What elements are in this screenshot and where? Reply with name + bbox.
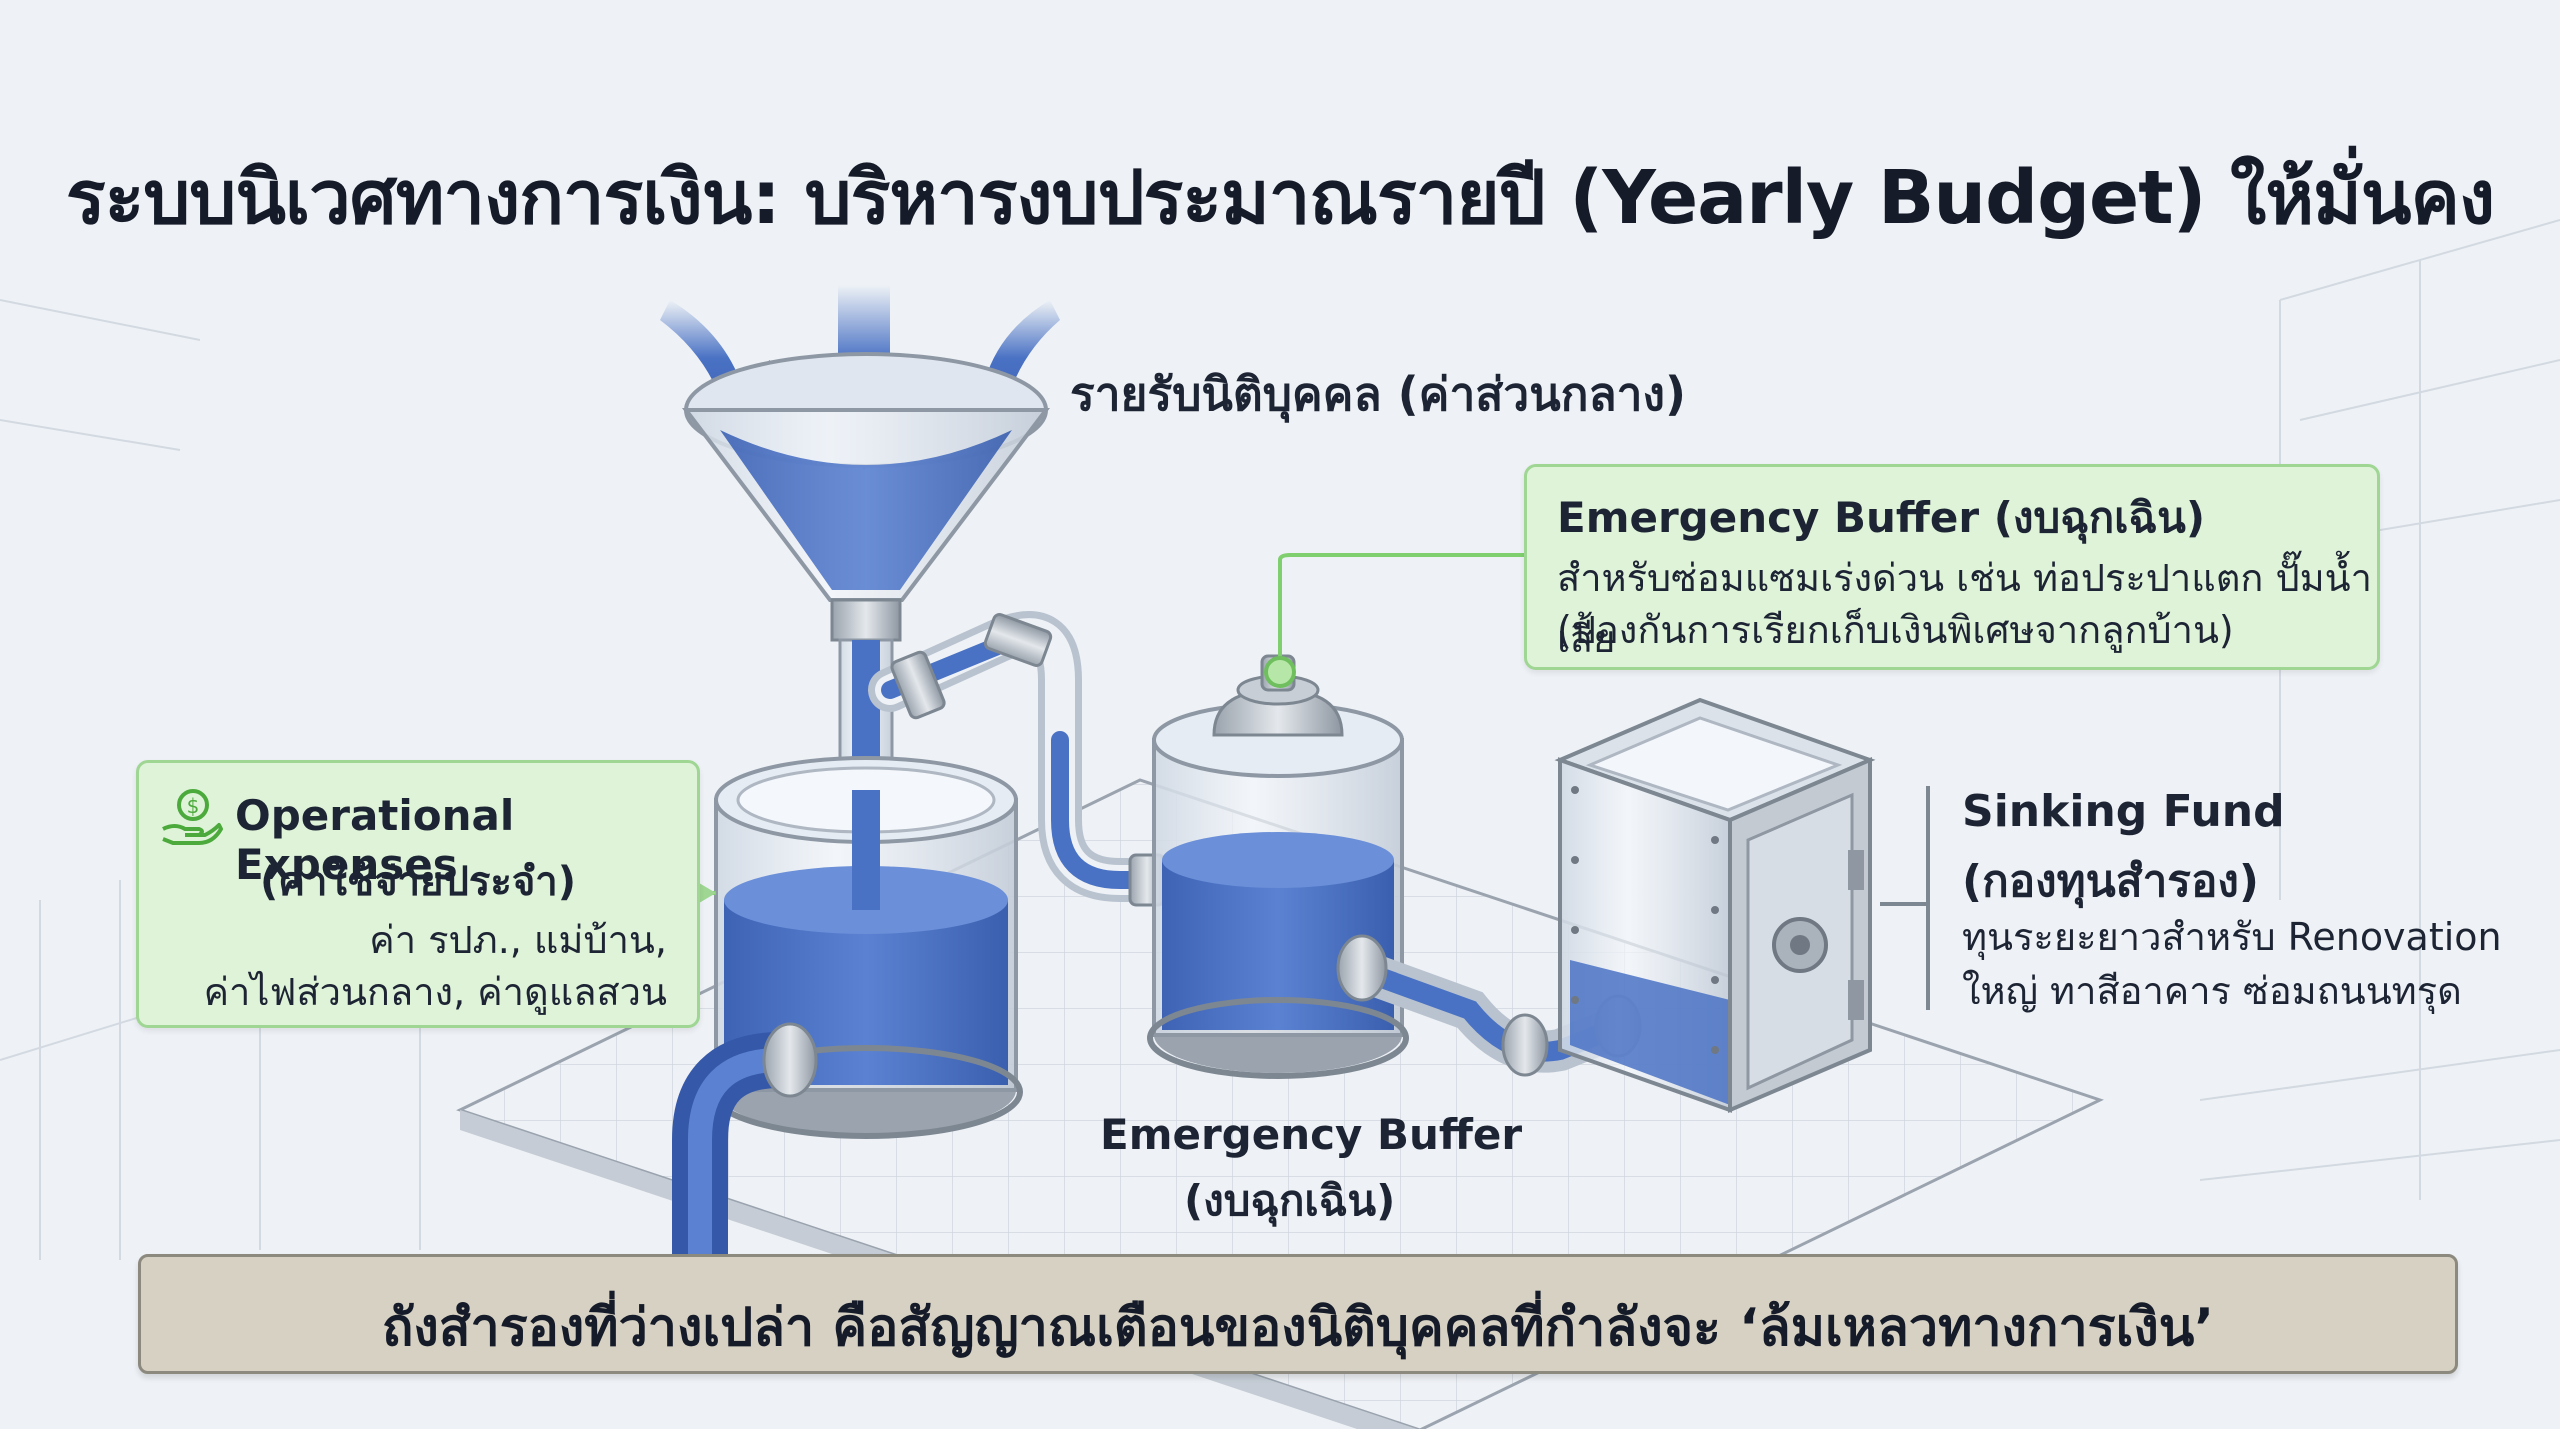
sinking-fund-detail-2: ใหญ่ ทาสีอาคาร ซ่อมถนนทรุด xyxy=(1962,969,2462,1013)
income-label: รายรับนิติบุคคล (ค่าส่วนกลาง) xyxy=(1070,367,1686,421)
operational-detail-1: ค่า รปภ., แม่บ้าน, xyxy=(369,918,667,962)
warning-banner-text: ถังสำรองที่ว่างเปล่า คือสัญญาณเตือนของนิ… xyxy=(381,1298,2215,1358)
sinking-fund-title: Sinking Fund xyxy=(1962,786,2285,837)
operational-subtitle: (ค่าใช้จ่ายประจำ) xyxy=(259,859,577,905)
sinking-fund-detail-1: ทุนระยะยาวสำหรับ Renovation xyxy=(1962,915,2502,959)
operational-outflow-pipe xyxy=(672,1022,818,1260)
emergency-callout-title: Emergency Buffer (งบฉุกเฉิน) xyxy=(1557,493,2206,542)
warning-banner: ถังสำรองที่ว่างเปล่า คือสัญญาณเตือนของนิ… xyxy=(138,1254,2458,1374)
operational-title: Operational Expenses xyxy=(235,791,515,889)
emergency-callout-detail-2: (ป้องกันการเรียกเก็บเงินพิเศษจากลูกบ้าน) xyxy=(1557,608,2234,652)
sinking-fund-subtitle: (กองทุนสำรอง) xyxy=(1962,856,2259,907)
pipe-to-emergency xyxy=(868,611,1192,907)
emergency-tank-sublabel: (งบฉุกเฉิน) xyxy=(1184,1176,1396,1225)
emergency-tank-label: Emergency Buffer xyxy=(1100,1110,1523,1159)
operational-expenses-callout: $ Operational Expenses (ค่าใช้จ่ายประจำ)… xyxy=(136,760,700,1028)
money-hand-icon: $ xyxy=(162,789,223,845)
emergency-buffer-callout: Emergency Buffer (งบฉุกเฉิน) สำหรับซ่อมแ… xyxy=(1524,464,2380,670)
sinking-fund-vault xyxy=(1554,697,1876,1114)
page-title: ระบบนิเวศทางการเงิน: บริหารงบประมาณรายปี… xyxy=(65,155,2495,241)
income-funnel xyxy=(681,352,1051,820)
emergency-tank xyxy=(1147,654,1409,1079)
emergency-callout-detail-1: สำหรับซ่อมแซมเร่งด่วน เช่น ท่อประปาแตก ป… xyxy=(1557,556,2372,661)
callout-connectors xyxy=(694,553,1930,1010)
svg-text:$: $ xyxy=(187,794,200,818)
operational-detail-2: ค่าไฟส่วนกลาง, ค่าดูแลสวน xyxy=(203,970,667,1014)
